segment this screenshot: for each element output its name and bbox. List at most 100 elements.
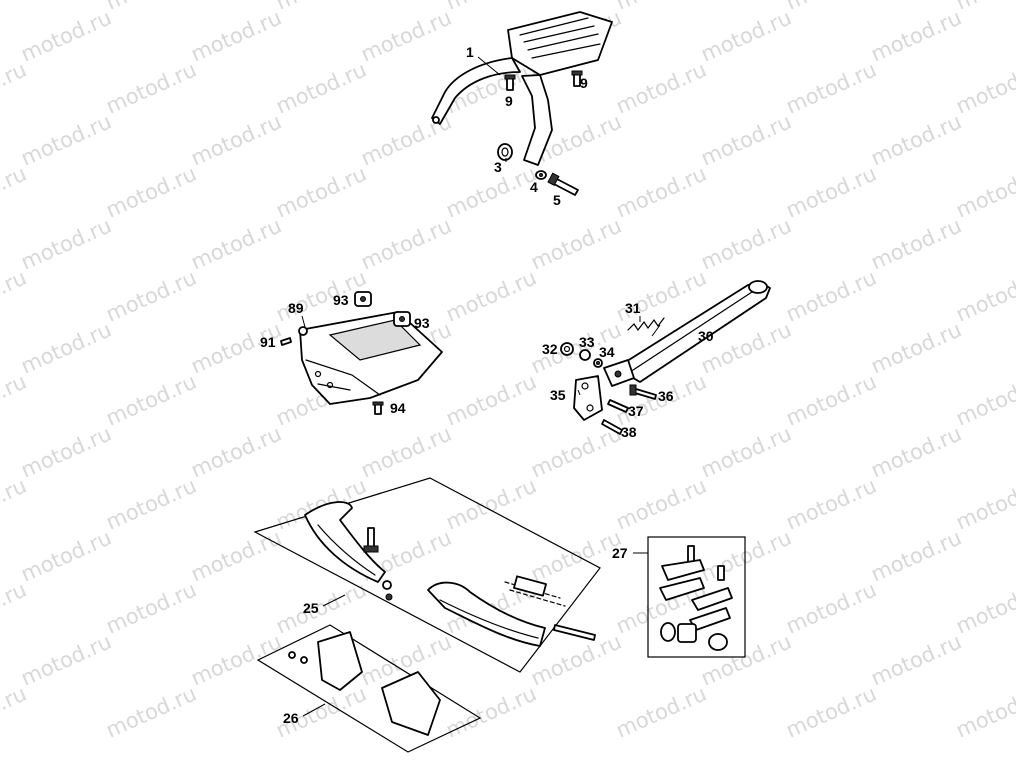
screw-94 — [372, 401, 384, 415]
bracket-35 — [573, 375, 603, 421]
watermark-text: motod.ru — [17, 109, 115, 170]
watermark-text: motod.ru — [782, 369, 880, 430]
bolt-9b — [571, 70, 583, 87]
bolt-36 — [629, 384, 657, 400]
callout-94: 94 — [390, 400, 406, 416]
watermark-text: motod.ru — [17, 629, 115, 690]
watermark-text: motod.ru — [102, 473, 200, 534]
watermark-text: motod.ru — [102, 57, 200, 118]
rear-rack — [431, 11, 613, 166]
watermark-text: motod.ru — [952, 0, 1016, 15]
watermark-text: motod.ru — [867, 317, 965, 378]
watermark-text: motod.ru — [0, 577, 30, 638]
callout-9a: 9 — [505, 93, 513, 109]
watermark-text: motod.ru — [952, 265, 1016, 326]
watermark-text: motod.ru — [782, 0, 880, 15]
skid-plate — [298, 311, 443, 405]
watermark-text: motod.ru — [0, 57, 30, 118]
watermark-text: motod.ru — [187, 525, 285, 586]
watermark-text: motod.ru — [612, 0, 710, 15]
handguard-left — [304, 501, 393, 601]
watermark-text: motod.ru — [952, 681, 1016, 742]
watermark-text: motod.ru — [442, 265, 540, 326]
callout-3: 3 — [494, 159, 502, 175]
callout-5: 5 — [553, 192, 561, 208]
watermark-text: motod.ru — [17, 317, 115, 378]
watermark-text: motod.ru — [612, 57, 710, 118]
watermark-text: motod.ru — [867, 525, 965, 586]
watermark-text: motod.ru — [357, 421, 455, 482]
leader-lines — [301, 56, 661, 717]
screw-91 — [280, 337, 292, 346]
callout-1: 1 — [466, 44, 474, 60]
bolt-5 — [547, 172, 579, 196]
watermark-text: motod.ru — [272, 161, 370, 222]
watermark-text: motod.ru — [187, 5, 285, 66]
mounting-kit-frame — [647, 536, 746, 658]
watermark-text: motod.ru — [867, 5, 965, 66]
watermark-text: motod.ru — [782, 577, 880, 638]
callout-labels: 1 9 9 3 4 5 89 93 93 91 94 31 30 32 33 3… — [260, 44, 714, 726]
watermark-text: motod.ru — [952, 57, 1016, 118]
handguard-right — [427, 575, 596, 647]
watermark-text: motod.ru — [952, 577, 1016, 638]
watermark-text: motod.ru — [102, 161, 200, 222]
callout-30: 30 — [698, 328, 714, 344]
callout-36: 36 — [658, 388, 674, 404]
watermark-text: motod.ru — [17, 421, 115, 482]
protector-kit-frame — [256, 624, 482, 753]
watermark-text: motod.ru — [102, 577, 200, 638]
callout-35: 35 — [550, 387, 566, 403]
watermark-text: motod.ru — [782, 161, 880, 222]
watermark-text: motod.ru — [102, 0, 200, 15]
watermark-text: motod.ru — [0, 369, 30, 430]
spring-31 — [627, 317, 665, 332]
watermark-text: motod.ru — [782, 473, 880, 534]
protector-part-a — [288, 631, 363, 691]
watermark-text: motod.ru — [187, 213, 285, 274]
callout-27: 27 — [612, 545, 628, 561]
watermark-text: motod.ru — [952, 473, 1016, 534]
watermark-text: motod.ru — [272, 57, 370, 118]
watermark-text: motod.ru — [697, 421, 795, 482]
watermark-text: motod.ru — [17, 213, 115, 274]
watermark-text: motod.ru — [0, 681, 30, 742]
callout-93b: 93 — [414, 315, 430, 331]
callout-9b: 9 — [580, 75, 588, 91]
watermark-text: motod.ru — [782, 265, 880, 326]
watermark-text: motod.ru — [442, 161, 540, 222]
washer-33 — [579, 349, 591, 361]
watermark-text: motod.ru — [867, 421, 965, 482]
watermark-text: motod.ru — [102, 369, 200, 430]
watermark-text: motod.ru — [187, 109, 285, 170]
watermark-text: motod.ru — [697, 213, 795, 274]
callout-38: 38 — [621, 424, 637, 440]
nut-32 — [560, 342, 574, 356]
watermark-text: motod.ru — [782, 57, 880, 118]
watermark-text: motod.ru — [782, 681, 880, 742]
watermark-text: motod.ru — [442, 0, 540, 15]
watermark-text: motod.ru — [442, 681, 540, 742]
side-stand — [603, 280, 771, 387]
washer-4 — [535, 170, 547, 180]
watermark-text: motod.ru — [272, 0, 370, 15]
damper-93a — [354, 291, 372, 307]
callout-4: 4 — [530, 179, 538, 195]
watermark-text: motod.ru — [697, 5, 795, 66]
damper-93b — [393, 311, 411, 327]
watermark-text: motod.ru — [442, 369, 540, 430]
watermark-text: motod.ru — [0, 0, 30, 15]
watermark-text: motod.ru — [952, 369, 1016, 430]
washer-34 — [593, 358, 603, 368]
callout-32: 32 — [542, 341, 558, 357]
watermark-text: motod.ru — [697, 109, 795, 170]
watermark-text: motod.ru — [867, 213, 965, 274]
watermark-text: motod.ru — [697, 525, 795, 586]
bolt-38 — [601, 419, 623, 435]
watermark-text: motod.ru — [187, 629, 285, 690]
mounting-kit-parts — [659, 545, 733, 651]
watermark-text: motod.ru — [867, 629, 965, 690]
watermark-text: motod.ru — [612, 473, 710, 534]
watermark-text: motod.ru — [527, 213, 625, 274]
